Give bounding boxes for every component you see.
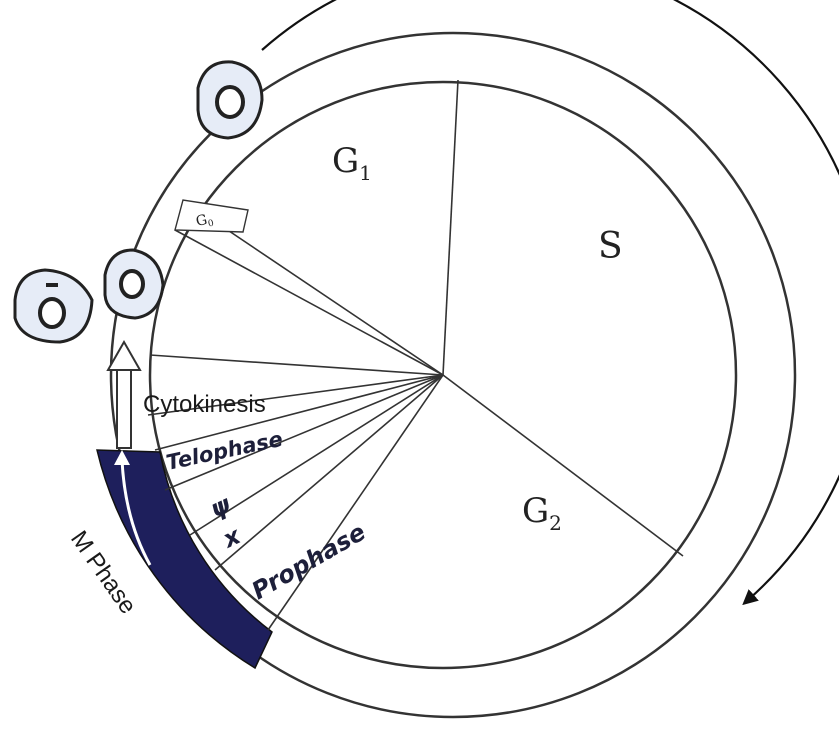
g2-label: G bbox=[522, 491, 549, 531]
svg-text:G2: G2 bbox=[522, 491, 562, 535]
g2-label-sub: 2 bbox=[549, 511, 562, 535]
cell-icon-left bbox=[13, 268, 94, 344]
m-phase-band bbox=[96, 449, 273, 670]
outer-ring bbox=[109, 31, 797, 719]
line-g2-prophase bbox=[267, 374, 444, 631]
m-phase-arrow bbox=[120, 459, 152, 566]
g0-label-sub: 0 bbox=[207, 219, 215, 230]
line-g0-lower bbox=[174, 229, 444, 376]
line-g1-s bbox=[442, 79, 459, 376]
line-cyto-top bbox=[149, 354, 444, 376]
m-phase-arrowhead bbox=[114, 450, 130, 465]
g1-label-sub: 1 bbox=[359, 161, 372, 185]
cytokinesis-label: Cytokinesis bbox=[143, 391, 266, 418]
s-label: S bbox=[598, 226, 623, 267]
division-arrow bbox=[106, 339, 142, 449]
g0-label: G bbox=[195, 212, 209, 230]
sector-lines bbox=[147, 79, 684, 631]
cell-icon-top bbox=[196, 60, 264, 140]
g1-label: G bbox=[332, 141, 359, 181]
g0-box bbox=[174, 199, 249, 233]
line-telo-cyto bbox=[154, 374, 444, 451]
svg-text:G0: G0 bbox=[195, 211, 216, 232]
cycle-direction-arrow bbox=[261, 0, 839, 606]
line-cyto-g1 bbox=[147, 374, 444, 416]
cell-icon-middle bbox=[103, 248, 165, 320]
line-ana-telo bbox=[164, 374, 444, 491]
m-phase-label: M Phase bbox=[65, 526, 141, 619]
line-prophase-meta bbox=[214, 374, 444, 571]
svg-text:G1: G1 bbox=[332, 141, 372, 185]
line-meta-ana bbox=[189, 374, 444, 536]
line-s-g2 bbox=[442, 374, 684, 557]
